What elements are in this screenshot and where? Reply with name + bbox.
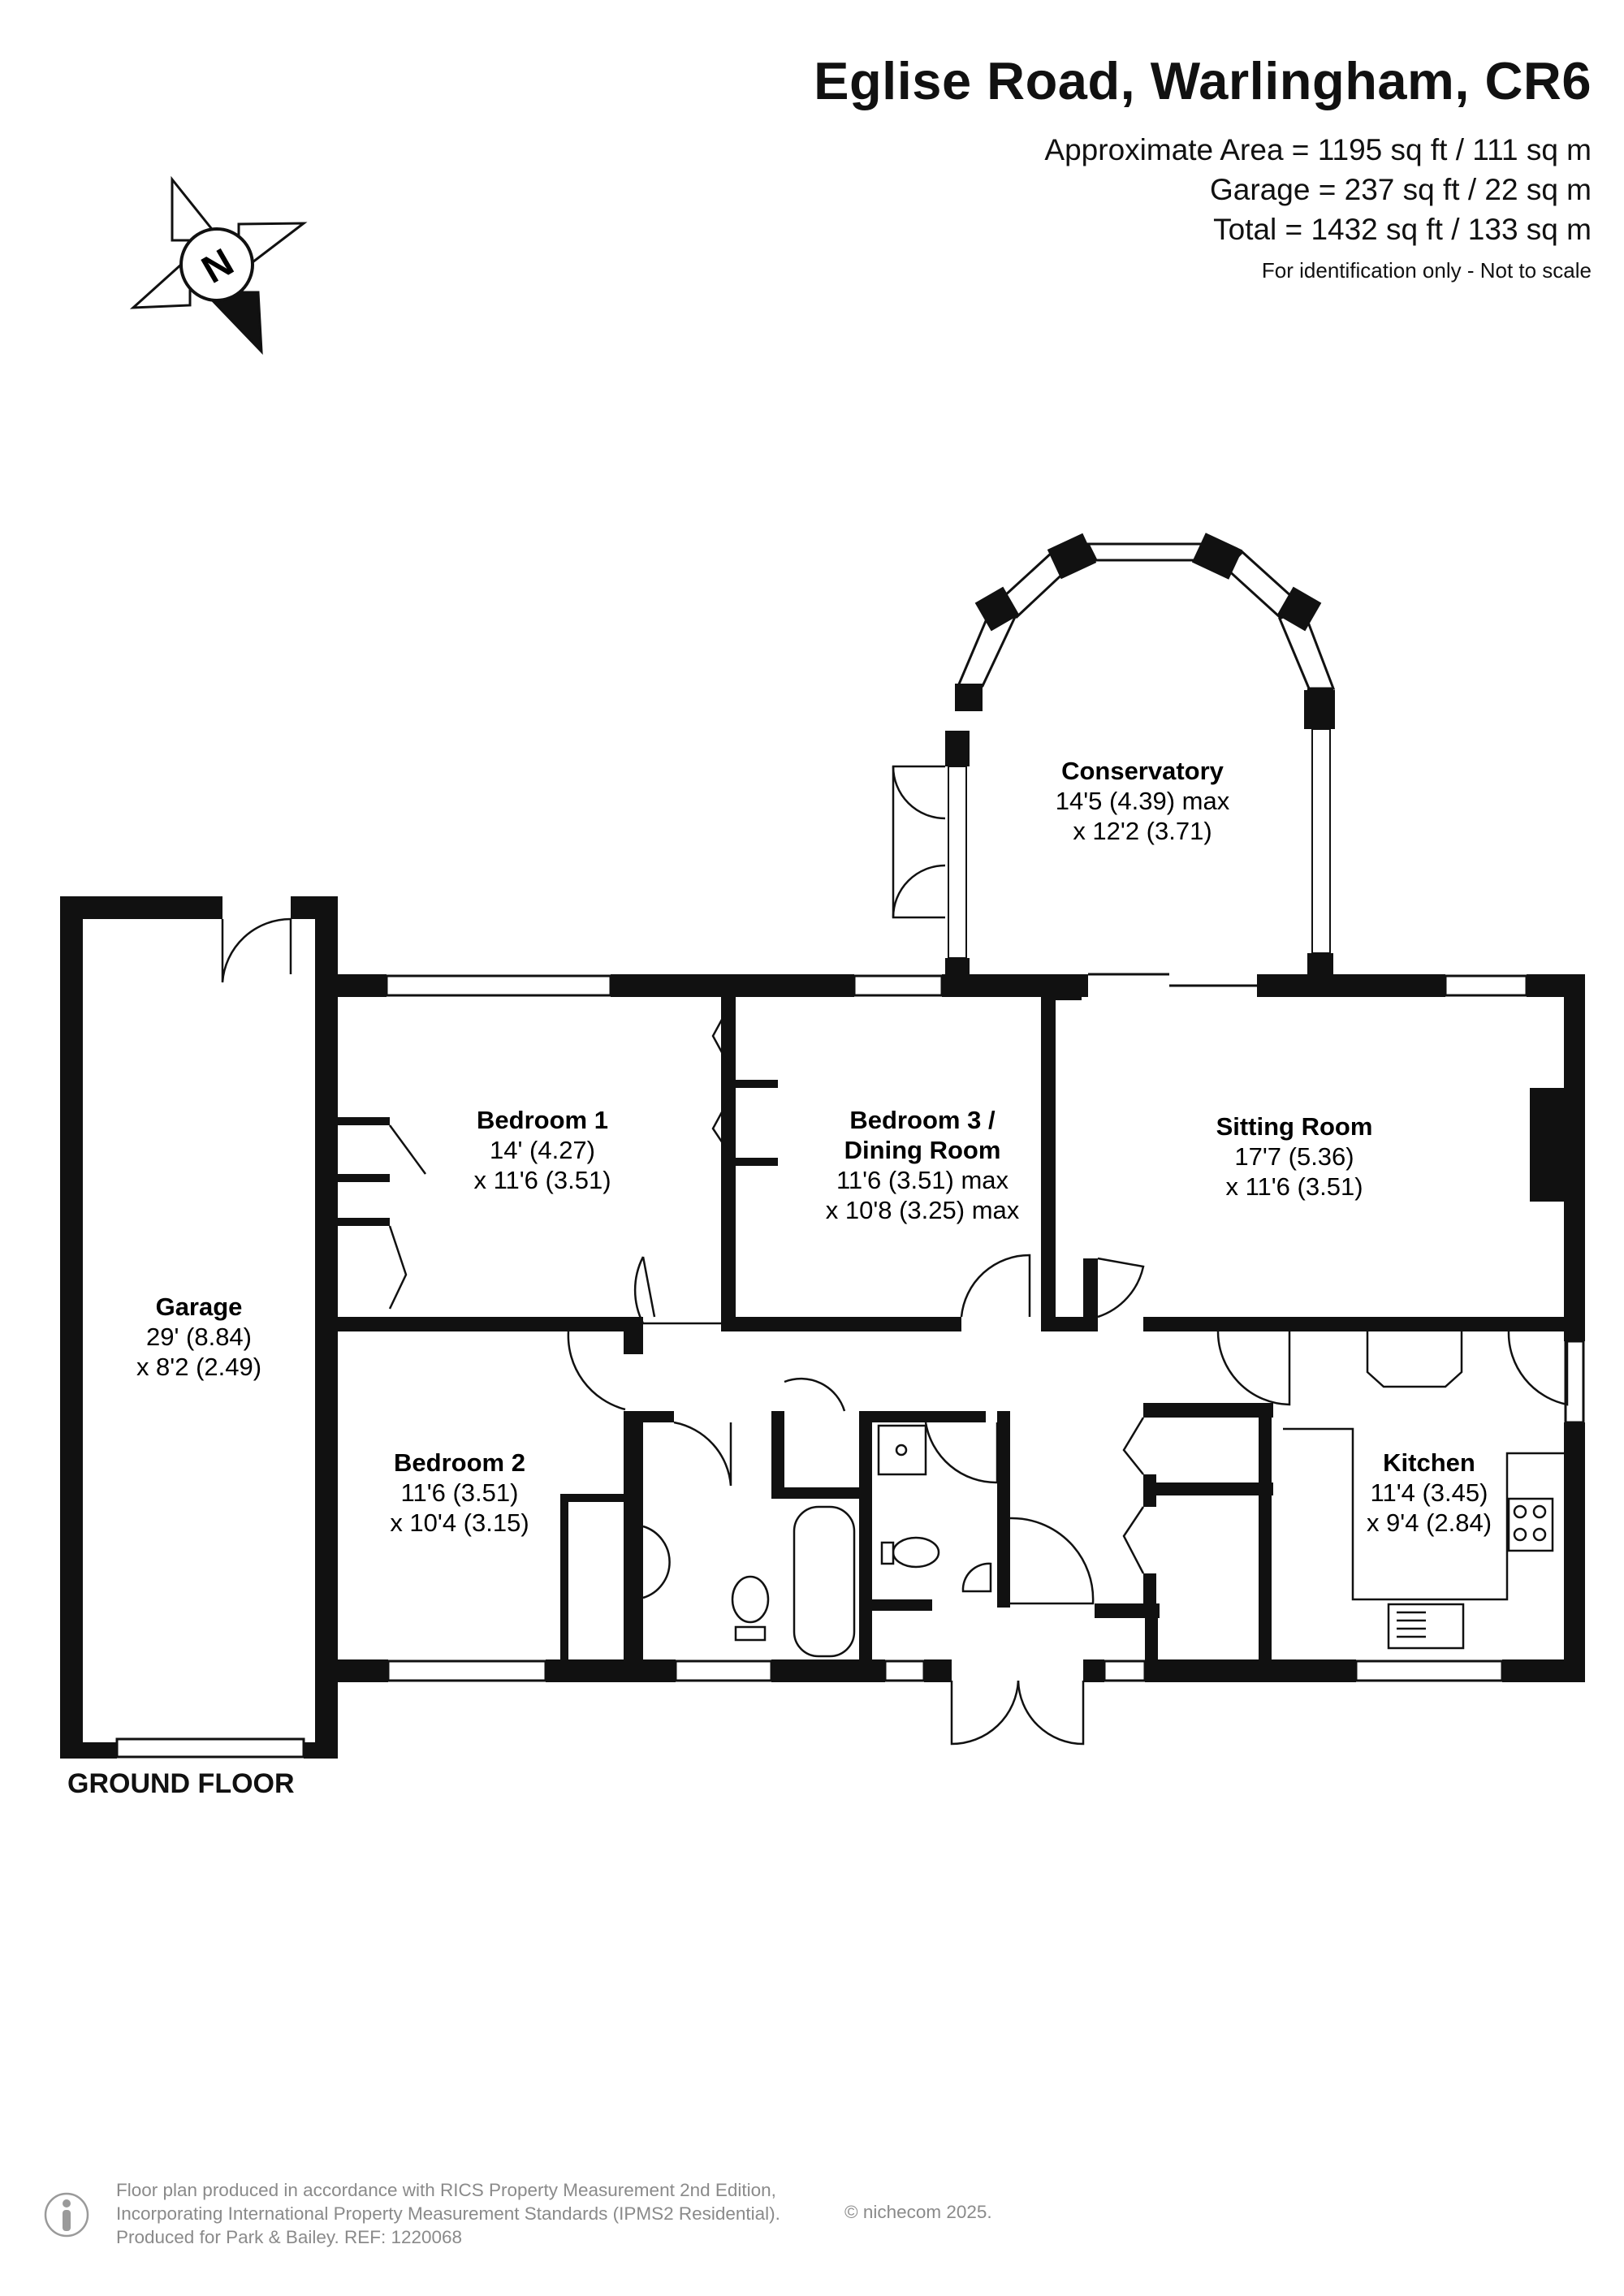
room-conservatory-dim-1: 14'5 (4.39) max <box>1056 787 1230 815</box>
room-sitting-name: Sitting Room <box>1216 1112 1373 1141</box>
hob-icon <box>1507 1497 1554 1552</box>
sink-icon <box>1387 1603 1465 1650</box>
walls <box>60 688 1585 1759</box>
room-bedroom2-dim-2: x 10'4 (3.15) <box>390 1508 529 1537</box>
room-bedroom2-dim-1: 11'6 (3.51) <box>401 1478 519 1507</box>
floor-label: GROUND FLOOR <box>67 1768 295 1799</box>
garage-area-text: Garage = 237 sq ft / 22 sq m <box>1210 173 1592 206</box>
room-bedroom3-dim-1: 11'6 (3.51) max <box>836 1166 1009 1194</box>
corner-basin-icon <box>961 1562 992 1593</box>
room-conservatory-dim-2: x 12'2 (3.71) <box>1073 817 1212 845</box>
conservatory-bay <box>956 542 1336 690</box>
room-bedroom1-dim-2: x 11'6 (3.51) <box>473 1166 611 1194</box>
room-garage-name: Garage <box>156 1293 243 1321</box>
room-labels: Conservatory 14'5 (4.39) max x 12'2 (3.7… <box>136 757 1492 1537</box>
footer-copyright: © nichecom 2025. <box>844 2202 992 2222</box>
footer-line-1: Floor plan produced in accordance with R… <box>116 2180 776 2200</box>
total-area-text: Total = 1432 sq ft / 133 sq m <box>1213 213 1592 246</box>
room-kitchen-name: Kitchen <box>1383 1448 1475 1477</box>
room-bedroom3-name-2: Dining Room <box>844 1136 1001 1164</box>
room-sitting-dim-2: x 11'6 (3.51) <box>1225 1172 1363 1201</box>
kitchen-appliances <box>1387 1497 1554 1650</box>
room-kitchen-dim-1: 11'4 (3.45) <box>1371 1478 1488 1507</box>
bathroom-fixtures <box>642 1424 992 1658</box>
room-garage-dim-2: x 8'2 (2.49) <box>136 1353 261 1381</box>
person-icon <box>44 2192 89 2238</box>
basin-icon <box>642 1525 671 1599</box>
toilet-icon-2 <box>892 1536 940 1569</box>
footer-line-3: Produced for Park & Bailey. REF: 1220068 <box>116 2227 463 2247</box>
toilet-icon <box>731 1575 770 1624</box>
bath-icon <box>793 1505 856 1658</box>
compass-icon: N <box>129 175 308 355</box>
room-sitting-dim-1: 17'7 (5.36) <box>1234 1142 1354 1171</box>
sliding-door <box>1088 973 1257 987</box>
room-bedroom1-name: Bedroom 1 <box>477 1106 608 1134</box>
room-bedroom2-name: Bedroom 2 <box>394 1448 525 1477</box>
room-bedroom3-name-1: Bedroom 3 / <box>849 1106 996 1134</box>
footer-line-2: Incorporating International Property Mea… <box>116 2203 780 2224</box>
room-conservatory-name: Conservatory <box>1061 757 1224 785</box>
room-bedroom1-dim-1: 14' (4.27) <box>490 1136 595 1164</box>
door-swings <box>221 765 1569 1746</box>
room-kitchen-dim-2: x 9'4 (2.84) <box>1367 1508 1492 1537</box>
room-garage-dim-1: 29' (8.84) <box>146 1323 252 1351</box>
conservatory-bay-posts <box>955 533 1335 729</box>
page-title: Eglise Road, Warlingham, CR6 <box>814 51 1592 110</box>
footer-text: Floor plan produced in accordance with R… <box>116 2178 780 2249</box>
windows <box>115 728 1585 1759</box>
approx-area-text: Approximate Area = 1195 sq ft / 111 sq m <box>1044 133 1592 166</box>
room-bedroom3-dim-2: x 10'8 (3.25) max <box>826 1196 1020 1224</box>
scale-disclaimer: For identification only - Not to scale <box>1261 258 1592 283</box>
